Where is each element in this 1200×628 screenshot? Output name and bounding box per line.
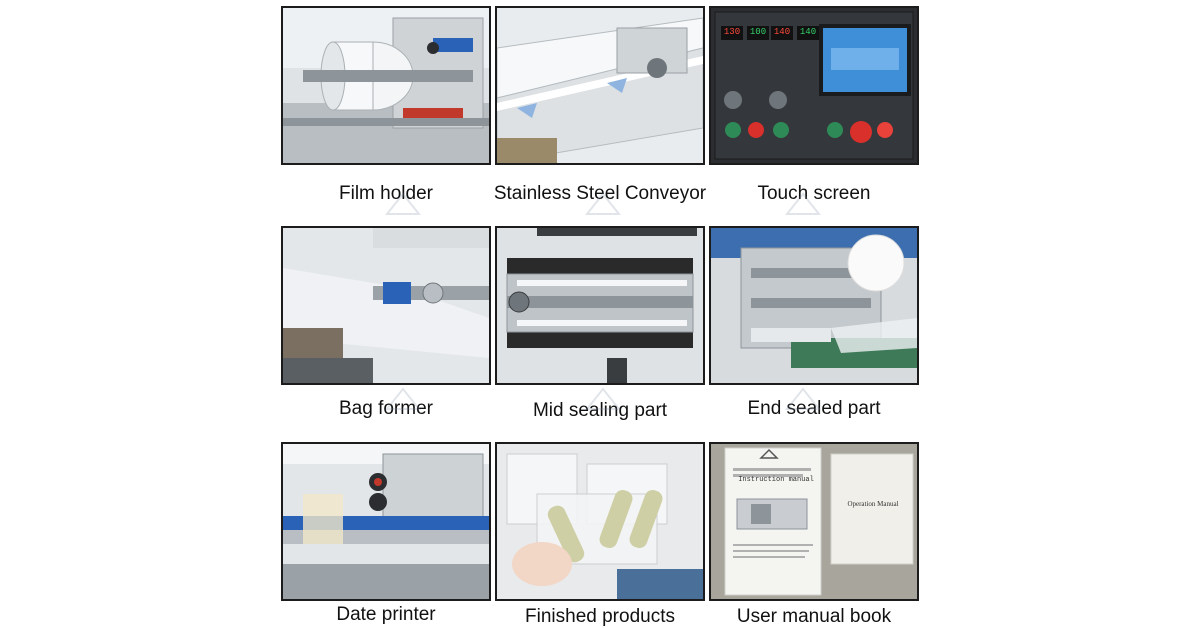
manual-right-title: Operation Manual xyxy=(847,500,899,508)
bag-former-illustration xyxy=(283,228,489,383)
manual-photo: Instruction manual Operation Manual xyxy=(709,442,919,601)
touch-screen-caption: Touch screen xyxy=(757,183,871,204)
brand-logo-watermark-icon xyxy=(384,192,422,215)
conveyor-caption: Stainless Steel Conveyor xyxy=(493,183,707,204)
date-printer-caption: Date printer xyxy=(336,604,436,625)
end-sealed-caption: End sealed part xyxy=(747,398,881,419)
finished-products-photo xyxy=(495,442,705,601)
manual-caption: User manual book xyxy=(736,606,892,627)
finished-products-caption: Finished products xyxy=(525,606,675,627)
end-sealed-photo xyxy=(709,226,919,385)
brand-logo-watermark-icon xyxy=(584,192,622,215)
mid-sealing-illustration xyxy=(497,228,703,383)
temp-display-left-sub: 100 xyxy=(749,27,767,37)
end-sealed-illustration xyxy=(711,228,917,383)
temp-display-right-sub: 140 xyxy=(799,27,817,37)
mid-sealing-photo xyxy=(495,226,705,385)
manual-left-title: Instruction manual xyxy=(738,476,814,484)
conveyor-photo xyxy=(495,6,705,165)
touch-screen-illustration xyxy=(711,8,917,163)
brand-logo-watermark-icon xyxy=(384,387,422,410)
temp-display-right: 140 xyxy=(773,27,791,37)
mid-sealing-caption: Mid sealing part xyxy=(532,400,668,421)
finished-products-illustration xyxy=(497,444,703,599)
bag-former-photo xyxy=(281,226,491,385)
brand-logo-watermark-icon xyxy=(784,387,822,410)
conveyor-illustration xyxy=(497,8,703,163)
date-printer-illustration xyxy=(283,444,489,599)
film-holder-caption: Film holder xyxy=(339,183,433,204)
manual-illustration xyxy=(711,444,917,599)
temp-display-left: 130 xyxy=(723,27,741,37)
film-holder-illustration xyxy=(283,8,489,163)
date-printer-photo xyxy=(281,442,491,601)
bag-former-caption: Bag former xyxy=(339,398,433,419)
film-holder-photo xyxy=(281,6,491,165)
brand-logo-watermark-icon xyxy=(584,387,622,410)
touch-screen-photo: 130 100 140 140 xyxy=(709,6,919,165)
brand-logo-watermark-icon xyxy=(784,192,822,215)
